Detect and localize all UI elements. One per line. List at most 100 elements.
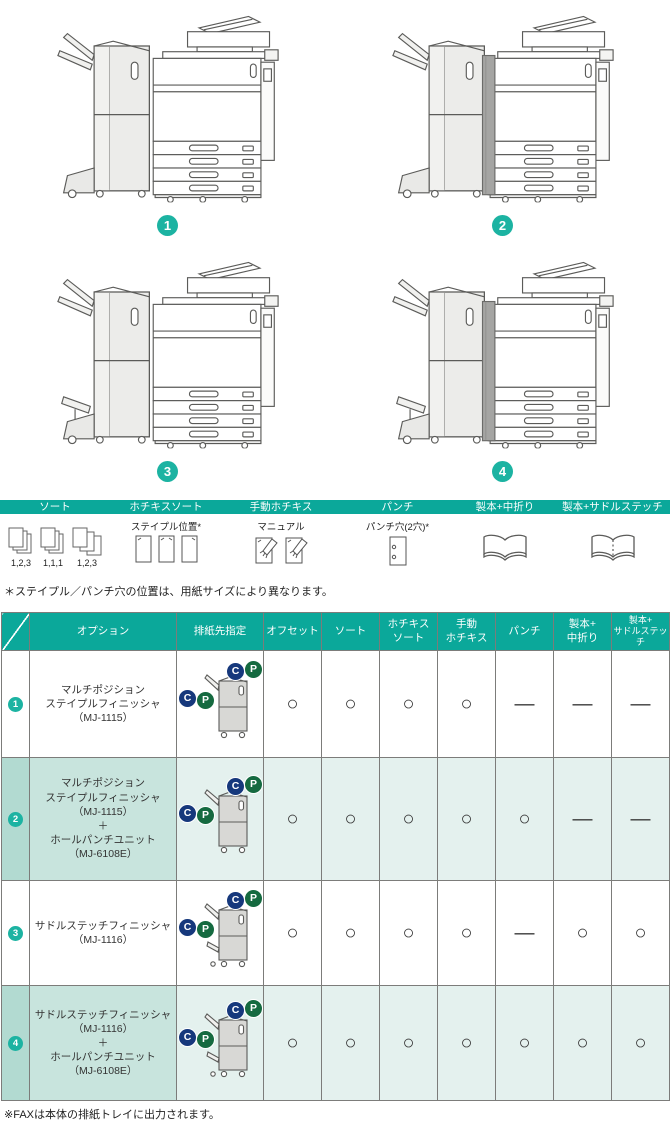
mark-offset: ○ — [263, 650, 322, 758]
mark-booklet-fold: — — [553, 757, 612, 881]
legend-label-saddle-stitch: 製本+サドルステッチ — [562, 501, 663, 513]
copy-badge: C — [178, 1028, 197, 1047]
option-name-cell: マルチポジション ステイプルフィニッシャ （MJ-1115） — [29, 650, 177, 758]
mark-punch: — — [495, 880, 554, 986]
staple-position-icon — [181, 535, 197, 563]
row-number-cell: 1 — [1, 650, 30, 758]
table-row-mj1116: 3 サドルステッチフィニッシャ （MJ-1116） C P C P ○ ○ ○ … — [1, 880, 670, 986]
staple-punch-position-note: ＊ステイプル／パンチ穴の位置は、用紙サイズにより異なります。 — [4, 586, 333, 598]
mark-punch: ○ — [495, 757, 554, 881]
mark-manual-staple: ○ — [437, 650, 496, 758]
printer-figure-2: 2 — [335, 4, 670, 250]
mfp-saddle-finisher-illustration — [56, 256, 280, 450]
legend-label-staple-sort: ホチキスソート — [129, 501, 203, 513]
copy-badge: C — [178, 689, 197, 708]
row-number-cell: 4 — [1, 985, 30, 1101]
mark-sort: ○ — [321, 650, 380, 758]
mark-sort: ○ — [321, 985, 380, 1101]
table-corner-cell — [1, 612, 30, 651]
mark-staple-sort: ○ — [379, 650, 438, 758]
mark-sort: ○ — [321, 757, 380, 881]
mark-saddle-stitch: — — [611, 757, 670, 881]
print-badge: P — [196, 1030, 215, 1049]
sort-caption: 1,1,1 — [42, 558, 64, 568]
staple-position-icon — [135, 535, 151, 563]
mark-punch: ○ — [495, 985, 554, 1101]
mfp-saddle-finisher-punch-illustration — [391, 256, 615, 450]
legend-label-sort: ソート — [39, 501, 71, 513]
sort-caption: 1,2,3 — [10, 558, 32, 568]
mark-manual-staple: ○ — [437, 757, 496, 881]
figure-number-badge-3: 3 — [157, 461, 178, 482]
punch-holes-icon — [388, 535, 408, 567]
header-output-destination: 排紙先指定 — [176, 612, 264, 651]
figure-number-badge-4: 4 — [492, 461, 513, 482]
legend-label-punch: パンチ — [381, 501, 414, 513]
table-header-row: オプション 排紙先指定 オフセット ソート ホチキス ソート 手動 ホチキス パ… — [1, 612, 670, 651]
output-destination-cell: C P C P — [176, 650, 264, 758]
mark-saddle-stitch: ○ — [611, 880, 670, 986]
sort-stack-icon — [8, 527, 34, 557]
figure-number-badge-1: 1 — [157, 215, 178, 236]
mark-booklet-fold: ○ — [553, 880, 612, 986]
copy-badge: C — [226, 1001, 245, 1020]
punch-holes-caption: パンチ穴(2穴)* — [365, 522, 430, 533]
fax-output-note: ※FAXは本体の排紙トレイに出力されます。 — [4, 1109, 220, 1121]
output-destination-cell: C P C P — [176, 985, 264, 1101]
printer-figures: 1 2 3 4 — [0, 4, 670, 496]
print-badge: P — [244, 775, 263, 794]
output-destination-cell: C P C P — [176, 757, 264, 881]
table-row-mj1115: 1 マルチポジション ステイプルフィニッシャ （MJ-1115） C P C P… — [1, 650, 670, 758]
legend-label-manual-staple: 手動ホチキス — [249, 501, 313, 513]
printer-figure-4: 4 — [335, 250, 670, 496]
header-manual-staple: 手動 ホチキス — [437, 612, 496, 651]
header-offset: オフセット — [263, 612, 322, 651]
figure-number-badge-2: 2 — [492, 215, 513, 236]
legend-manual-staple-icons: マニュアル — [222, 519, 340, 579]
manual-staple-icon — [284, 535, 308, 565]
manual-caption: マニュアル — [257, 522, 305, 533]
group-stack-icon — [40, 527, 66, 557]
mark-booklet-fold: ○ — [553, 985, 612, 1101]
legend-icons-row: 1,2,3 1,1,1 1,2,3 ステイプル位置* — [0, 519, 670, 579]
print-badge: P — [196, 920, 215, 939]
legend-saddle-icons — [555, 519, 670, 579]
table-row-mj1115-punch: 2 マルチポジション ステイプルフィニッシャ （MJ-1115） ＋ ホールパン… — [1, 757, 670, 881]
mark-staple-sort: ○ — [379, 880, 438, 986]
legend-header-bar: ソート ホチキスソート 手動ホチキス パンチ 製本+中折り 製本+サドルステッチ — [0, 500, 670, 514]
copy-badge: C — [178, 918, 197, 937]
mark-offset: ○ — [263, 985, 322, 1101]
row-number-cell: 3 — [1, 880, 30, 986]
printer-figure-1: 1 — [0, 4, 335, 250]
print-badge: P — [244, 999, 263, 1018]
option-name-cell: サドルステッチフィニッシャ （MJ-1116） ＋ ホールパンチユニット （MJ… — [29, 985, 177, 1101]
sort-caption: 1,2,3 — [76, 558, 98, 568]
offset-stack-icon — [72, 527, 102, 557]
header-punch: パンチ — [495, 612, 554, 651]
print-badge: P — [196, 691, 215, 710]
print-badge: P — [196, 806, 215, 825]
legend-label-booklet-fold: 製本+中折り — [475, 501, 535, 513]
header-sort: ソート — [321, 612, 380, 651]
copy-badge: C — [226, 891, 245, 910]
mark-manual-staple: ○ — [437, 985, 496, 1101]
table-row-mj1116-punch: 4 サドルステッチフィニッシャ （MJ-1116） ＋ ホールパンチユニット （… — [1, 985, 670, 1101]
mark-staple-sort: ○ — [379, 757, 438, 881]
copy-badge: C — [178, 804, 197, 823]
output-destination-cell: C P C P — [176, 880, 264, 986]
legend-sort-icons: 1,2,3 1,1,1 1,2,3 — [0, 519, 110, 579]
header-option: オプション — [29, 612, 177, 651]
header-booklet-fold: 製本+ 中折り — [553, 612, 612, 651]
mfp-staple-finisher-punch-illustration — [391, 10, 615, 204]
header-staple-sort: ホチキス ソート — [379, 612, 438, 651]
legend-punch-icons: パンチ穴(2穴)* — [340, 519, 455, 579]
row-number-cell: 2 — [1, 757, 30, 881]
mark-sort: ○ — [321, 880, 380, 986]
staple-position-icon — [158, 535, 174, 563]
printer-figure-3: 3 — [0, 250, 335, 496]
option-name-cell: マルチポジション ステイプルフィニッシャ （MJ-1115） ＋ ホールパンチユ… — [29, 757, 177, 881]
mark-punch: — — [495, 650, 554, 758]
mark-saddle-stitch: ○ — [611, 985, 670, 1101]
mark-manual-staple: ○ — [437, 880, 496, 986]
